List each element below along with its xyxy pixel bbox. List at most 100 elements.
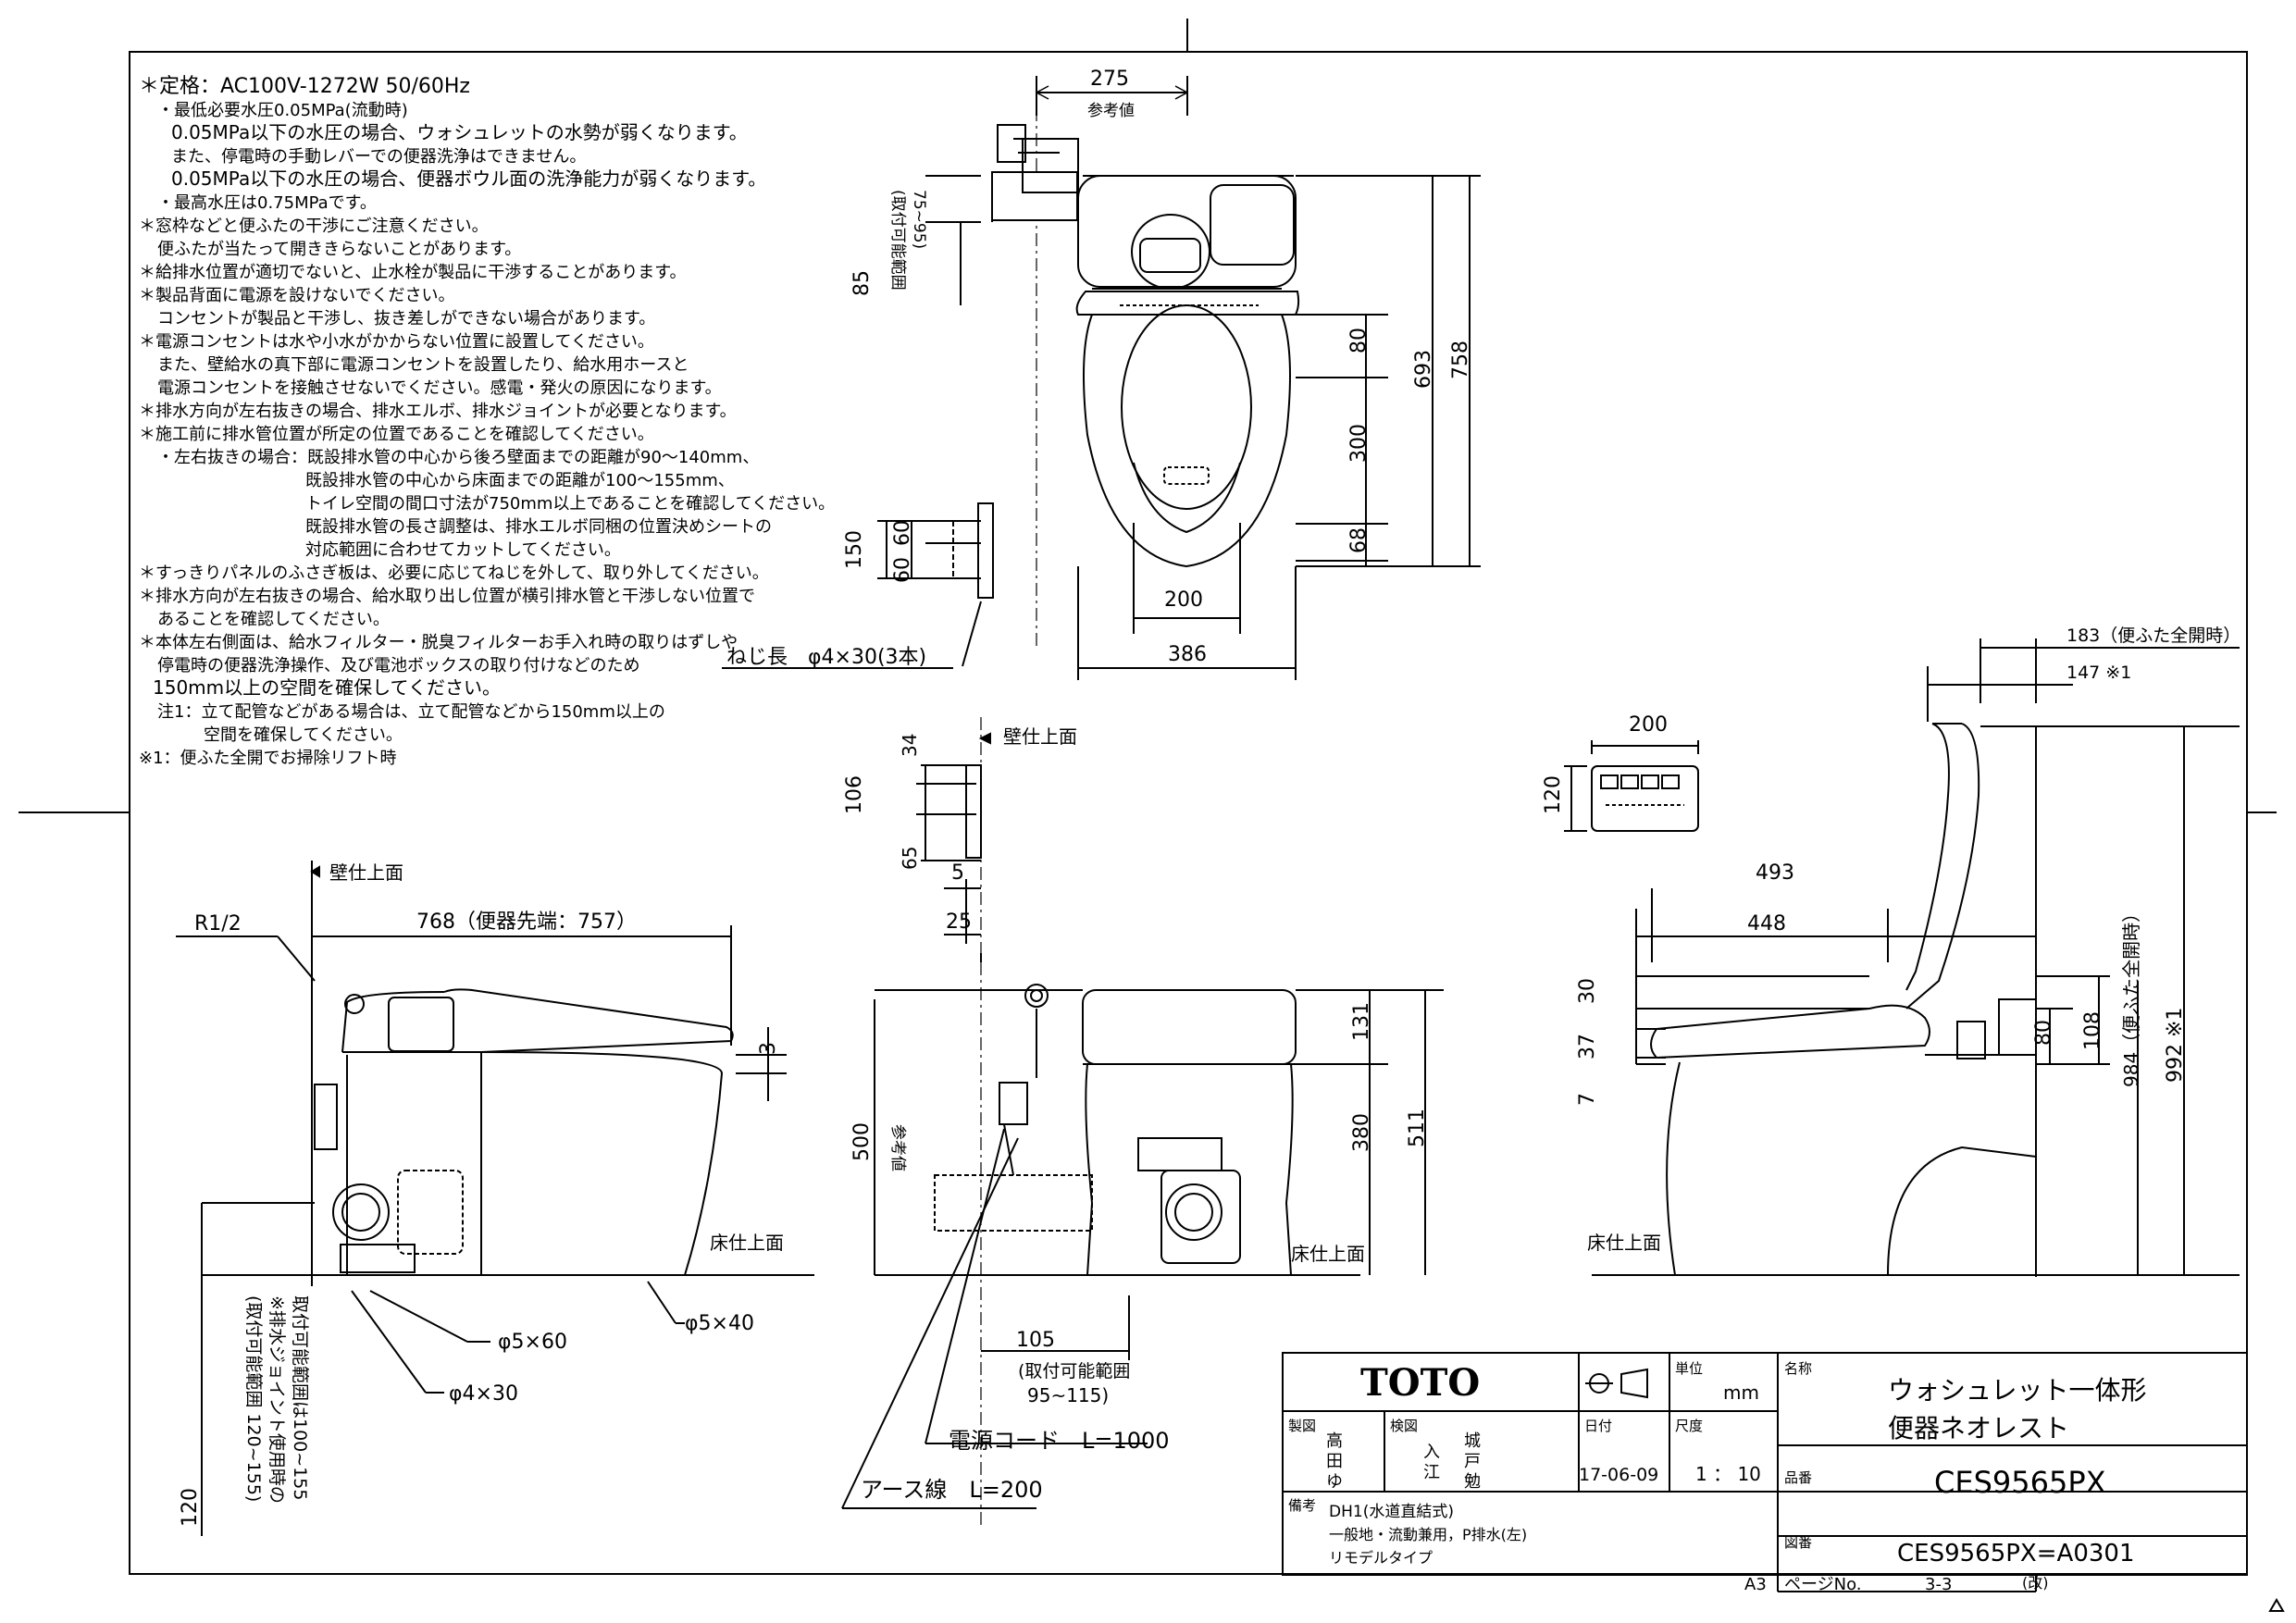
- note-line: ＊給排水位置が適切でないと、止水栓が製品に干渉することがあります。: [139, 263, 686, 282]
- note-line: 便ふたが当たって開ききらないことがあります。: [157, 240, 521, 259]
- note-line: また、壁給水の真下部に電源コンセントを設置したり、給水用ホースと: [157, 355, 689, 375]
- sheet-size: A3: [1744, 1575, 1767, 1594]
- top-view: [925, 76, 1481, 680]
- dim-7: 7: [1576, 1093, 1599, 1106]
- dim-511: 511: [1406, 1109, 1429, 1147]
- note-line: 注1：立て配管などがある場合は、立て配管などから150mm以上の: [157, 702, 665, 722]
- top-view-ticks: [1036, 85, 1188, 100]
- note-line: また、停電時の手動レバーでの便器洗浄はできません。: [171, 147, 586, 167]
- remarks-label: 備考: [1288, 1497, 1316, 1514]
- dim-5: 5: [951, 861, 964, 885]
- name-label: 名称: [1784, 1360, 1812, 1377]
- date-value: 17-06-09: [1579, 1465, 1658, 1485]
- note-line: 空間を確保してください。: [204, 725, 403, 745]
- floor-face-label-2: 床仕上面: [1291, 1243, 1365, 1265]
- dim-150: 150: [843, 530, 866, 569]
- note-line: 0.05MPa以下の水圧の場合、便器ボウル面の洗浄能力が弱くなります。: [171, 167, 766, 190]
- name-line-2: 便器ネオレスト: [1888, 1413, 2069, 1443]
- note-line: ・最高水圧は0.75MPaです。: [157, 193, 377, 213]
- note-line: 150mm以上の空間を確保してください。: [153, 676, 501, 699]
- dim-30: 30: [1576, 978, 1599, 1004]
- drawing-number: CES9565PX=A0301: [1897, 1540, 2134, 1567]
- note-line: 対応範囲に合わせてカットしてください。: [305, 540, 621, 560]
- dim-60b: 60: [891, 557, 914, 583]
- range-c1: (取付可能範囲: [1018, 1361, 1130, 1381]
- earth-wire-label: アース線 L=200: [861, 1477, 1043, 1503]
- drawing-label: 図番: [1784, 1534, 1812, 1551]
- dim-range-label-a: (取付可能範囲: [888, 190, 907, 291]
- check-label: 検図: [1390, 1418, 1418, 1434]
- note-line: 停電時の便器洗浄操作、及び電池ボックスの取り付けなどのため: [157, 656, 639, 675]
- dim-37: 37: [1576, 1034, 1599, 1059]
- dim-984: 984（便ふた全開時）: [2120, 904, 2142, 1087]
- dim-300: 300: [1347, 424, 1371, 463]
- name-line-1: ウォシュレット一体形: [1888, 1375, 2146, 1406]
- scale-label: 尺度: [1675, 1418, 1703, 1434]
- drawn-label: 製図: [1288, 1418, 1316, 1434]
- right-side-view: [1592, 638, 2240, 1277]
- check-1: 入: [1423, 1443, 1440, 1462]
- note-line: ＊電源コンセントは水や小水がかからない位置に設置してください。: [139, 332, 654, 352]
- dim-120a: 120: [179, 1488, 202, 1527]
- note-line: ＊本体左右側面は、給水フィルター・脱臭フィルターお手入れ時の取りはずしや: [139, 633, 738, 652]
- dim-34: 34: [899, 734, 921, 757]
- dim-992: 992 ※1: [2164, 1008, 2187, 1083]
- range-b1: (取付可能範囲 120~155): [243, 1295, 264, 1502]
- part-number: CES9565PX: [1934, 1465, 2106, 1500]
- note-line: ・最低必要水圧0.05MPa(流動時): [157, 101, 408, 120]
- dim-131: 131: [1350, 1002, 1373, 1041]
- dim-80a: 80: [1347, 328, 1371, 353]
- page-label: ページNo.: [1784, 1575, 1862, 1594]
- dim-80b: 80: [2032, 1020, 2055, 1046]
- drawn-3: ゆ: [1326, 1472, 1343, 1492]
- dim-range-a: 75~95): [910, 190, 928, 249]
- dim-183: 183（便ふた全開時）: [2066, 626, 2240, 646]
- dim-85: 85: [850, 270, 874, 296]
- dim-386: 386: [1168, 643, 1207, 666]
- screw-label: ねじ長 φ4×30(3本): [726, 646, 926, 669]
- note-line: 0.05MPa以下の水圧の場合、ウォシュレットの水勢が弱くなります。: [171, 121, 748, 143]
- r12-label: R1/2: [194, 912, 242, 935]
- page-value: 3-3: [1925, 1575, 1952, 1594]
- dim-758: 758: [1449, 341, 1472, 379]
- note-line: ＊排水方向が左右抜きの場合、排水エルボ、排水ジョイントが必要となります。: [139, 402, 737, 421]
- plate-detail-upper: [722, 502, 994, 669]
- unit-value: mm: [1723, 1381, 1759, 1404]
- remarks-1: DH1(水道直結式): [1329, 1503, 1454, 1521]
- dim-200b: 200: [1629, 713, 1668, 737]
- dim-ref-value: 参考値: [1087, 102, 1135, 120]
- floor-face-label-3: 床仕上面: [1587, 1232, 1661, 1254]
- dim-65: 65: [899, 847, 921, 870]
- phi-5x40: φ5×40: [685, 1312, 754, 1335]
- note-line: ＊窓枠などと便ふたの干渉にご注意ください。: [139, 217, 489, 236]
- dim-493: 493: [1756, 861, 1794, 885]
- note-line: ＊施工前に排水管位置が所定の位置であることを確認してください。: [139, 425, 654, 444]
- remarks-2: 一般地・流動兼用，P排水(左): [1329, 1526, 1527, 1543]
- revision-label: (改): [2022, 1574, 2049, 1592]
- unit-label: 単位: [1675, 1360, 1703, 1377]
- date-label: 日付: [1584, 1418, 1612, 1434]
- front-view: [841, 953, 1444, 1527]
- dim-693: 693: [1412, 350, 1435, 389]
- dim-448: 448: [1747, 912, 1786, 935]
- dim-60a: 60: [891, 520, 914, 546]
- range-b3: 取付可能範囲は100~155: [290, 1295, 310, 1500]
- note-line: ＊定格：AC100V-1272W 50/60Hz: [139, 75, 470, 98]
- note-line: ＊製品背面に電源を設けないでください。: [139, 286, 454, 305]
- phi-5x60: φ5×60: [498, 1331, 567, 1354]
- dim-106: 106: [843, 775, 866, 814]
- dim-68: 68: [1347, 527, 1371, 553]
- dim-25: 25: [946, 911, 972, 934]
- part-label: 品番: [1784, 1469, 1812, 1486]
- dim-768: 768（便器先端：757）: [416, 911, 637, 934]
- dim-105: 105: [1016, 1329, 1055, 1352]
- notes-block: ＊定格：AC100V-1272W 50/60Hz ・最低必要水圧0.05MPa(…: [139, 75, 835, 768]
- dim-108: 108: [2081, 1011, 2104, 1050]
- scale-value: 1 ： 10: [1695, 1463, 1761, 1485]
- plate-detail-mid: [916, 717, 991, 962]
- note-line: トイレ空間の間口寸法が750mm以上であることを確認してください。: [305, 494, 835, 514]
- left-side-view: [176, 861, 814, 1536]
- remarks-3: リモデルタイプ: [1329, 1549, 1433, 1567]
- note-line: 電源コンセントを接触させないでください。感電・発火の原因になります。: [157, 378, 722, 398]
